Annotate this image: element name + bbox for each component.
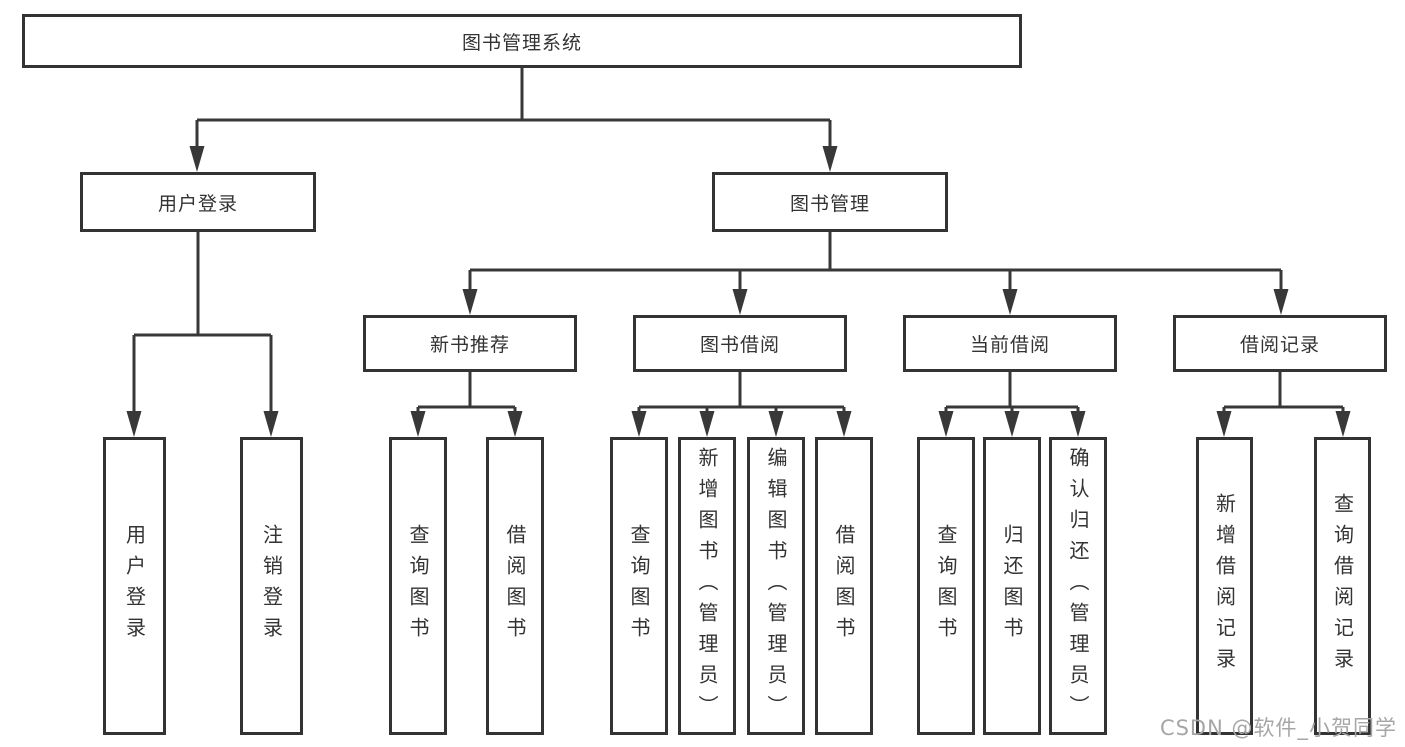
leaf-borrow-edit-label: 编辑图书（管理员） [764,446,788,726]
leaf-record-add: 新增借阅记录 [1196,437,1253,735]
leaf-record-query: 查询借阅记录 [1314,437,1371,735]
leaf-current-query-label: 查询图书 [934,524,958,648]
node-new-book-recommend-label: 新书推荐 [429,334,510,356]
node-current-borrow: 当前借阅 [903,315,1117,372]
leaf-borrow-query: 查询图书 [610,437,668,735]
leaf-current-confirm-label: 确认归还（管理员） [1066,446,1090,726]
node-book-borrow-label: 图书借阅 [699,334,780,356]
leaf-current-confirm: 确认归还（管理员） [1049,437,1107,735]
leaf-newbook-borrow-label: 借阅图书 [503,524,527,648]
node-book-management: 图书管理 [712,172,948,232]
watermark: CSDN @软件_小贺同学 [1159,716,1397,740]
leaf-borrow-query-label: 查询图书 [627,524,651,648]
leaf-newbook-query: 查询图书 [389,437,447,735]
leaf-logout-label: 注销登录 [259,524,284,648]
leaf-borrow-add: 新增图书（管理员） [678,437,736,735]
node-borrow-record: 借阅记录 [1173,315,1387,372]
leaf-user-login: 用户登录 [103,437,166,735]
node-root-label: 图书管理系统 [461,31,582,54]
leaf-current-return: 归还图书 [983,437,1041,735]
leaf-borrow-add-label: 新增图书（管理员） [695,446,719,726]
leaf-newbook-borrow: 借阅图书 [486,437,544,735]
node-root: 图书管理系统 [22,14,1022,68]
leaf-borrow-borrow-label: 借阅图书 [832,524,856,648]
leaf-logout: 注销登录 [240,437,303,735]
leaf-current-return-label: 归还图书 [1000,524,1024,648]
node-user-login-label: 用户登录 [157,192,238,215]
node-new-book-recommend: 新书推荐 [363,315,577,372]
leaf-current-query: 查询图书 [917,437,975,735]
node-book-borrow: 图书借阅 [633,315,847,372]
node-borrow-record-label: 借阅记录 [1239,334,1320,356]
leaf-borrow-borrow: 借阅图书 [815,437,873,735]
node-book-management-label: 图书管理 [789,192,870,215]
node-user-login: 用户登录 [80,172,316,232]
leaf-borrow-edit: 编辑图书（管理员） [747,437,805,735]
node-current-borrow-label: 当前借阅 [969,334,1050,356]
leaf-record-add-label: 新增借阅记录 [1212,493,1237,679]
leaf-newbook-query-label: 查询图书 [406,524,430,648]
leaf-user-login-label: 用户登录 [122,524,147,648]
leaf-record-query-label: 查询借阅记录 [1330,493,1355,679]
